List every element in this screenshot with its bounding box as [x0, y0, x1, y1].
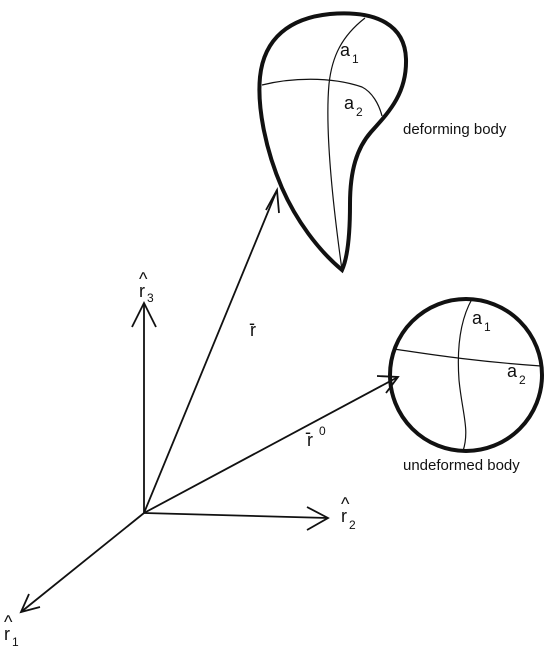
basis-r1-arrowhead — [19, 593, 41, 614]
basis-r2-subscript: 2 — [349, 518, 356, 532]
undeformed-body — [388, 297, 544, 453]
r0-vector-line — [143, 376, 399, 514]
deforming-a1-label: a — [340, 40, 351, 60]
undeformed-a2-subscript: 2 — [519, 373, 526, 387]
deforming-a2-label: a — [344, 93, 355, 113]
basis-r3-label: r — [139, 281, 145, 301]
deforming-body-outline — [257, 11, 409, 274]
undeformed-body-outline — [388, 297, 544, 453]
basis-r3-hat: ^ — [139, 269, 148, 289]
deforming-body-caption: deforming body — [403, 121, 507, 138]
basis-r1-subscript: 1 — [12, 635, 19, 648]
r0-vector-superscript: 0 — [319, 424, 326, 438]
position-vectors — [143, 186, 400, 514]
deforming-a1-subscript: 1 — [352, 52, 359, 66]
deforming-body-a2-curve — [261, 78, 383, 117]
basis-r2-label: r — [341, 506, 347, 526]
undeformed-body-caption: undeformed body — [403, 457, 520, 474]
undeformed-a1-subscript: 1 — [484, 320, 491, 334]
r-vector-bar: - — [249, 313, 255, 333]
basis-r3-arrowhead — [131, 300, 157, 328]
undeformed-a1-label: a — [472, 308, 483, 328]
r-vector-arrowhead — [265, 186, 280, 214]
r-vector-line — [143, 189, 278, 514]
basis-r1-label: r — [4, 624, 10, 644]
basis-r2-arrowhead — [306, 506, 330, 531]
basis-r2-hat: ^ — [341, 494, 350, 514]
labels: a 1 a 2 deforming body a 1 a 2 undeforme… — [4, 40, 526, 648]
basis-r1-hat: ^ — [4, 612, 13, 632]
undeformed-body-a1-curve — [457, 298, 473, 452]
deforming-a2-subscript: 2 — [356, 105, 363, 119]
basis-r2-axis — [143, 512, 329, 519]
r0-vector-bar: - — [305, 422, 311, 442]
undeformed-a2-label: a — [507, 361, 518, 381]
r-vector-label: r — [250, 320, 256, 340]
basis-r1-axis — [20, 512, 145, 613]
undeformed-body-a2-curve — [393, 348, 542, 367]
basis-r3-subscript: 3 — [147, 291, 154, 305]
basis-vectors — [19, 300, 330, 614]
deforming-body — [257, 11, 409, 274]
r0-vector-label: r — [307, 430, 313, 450]
deforming-body-a1-curve — [327, 17, 366, 271]
